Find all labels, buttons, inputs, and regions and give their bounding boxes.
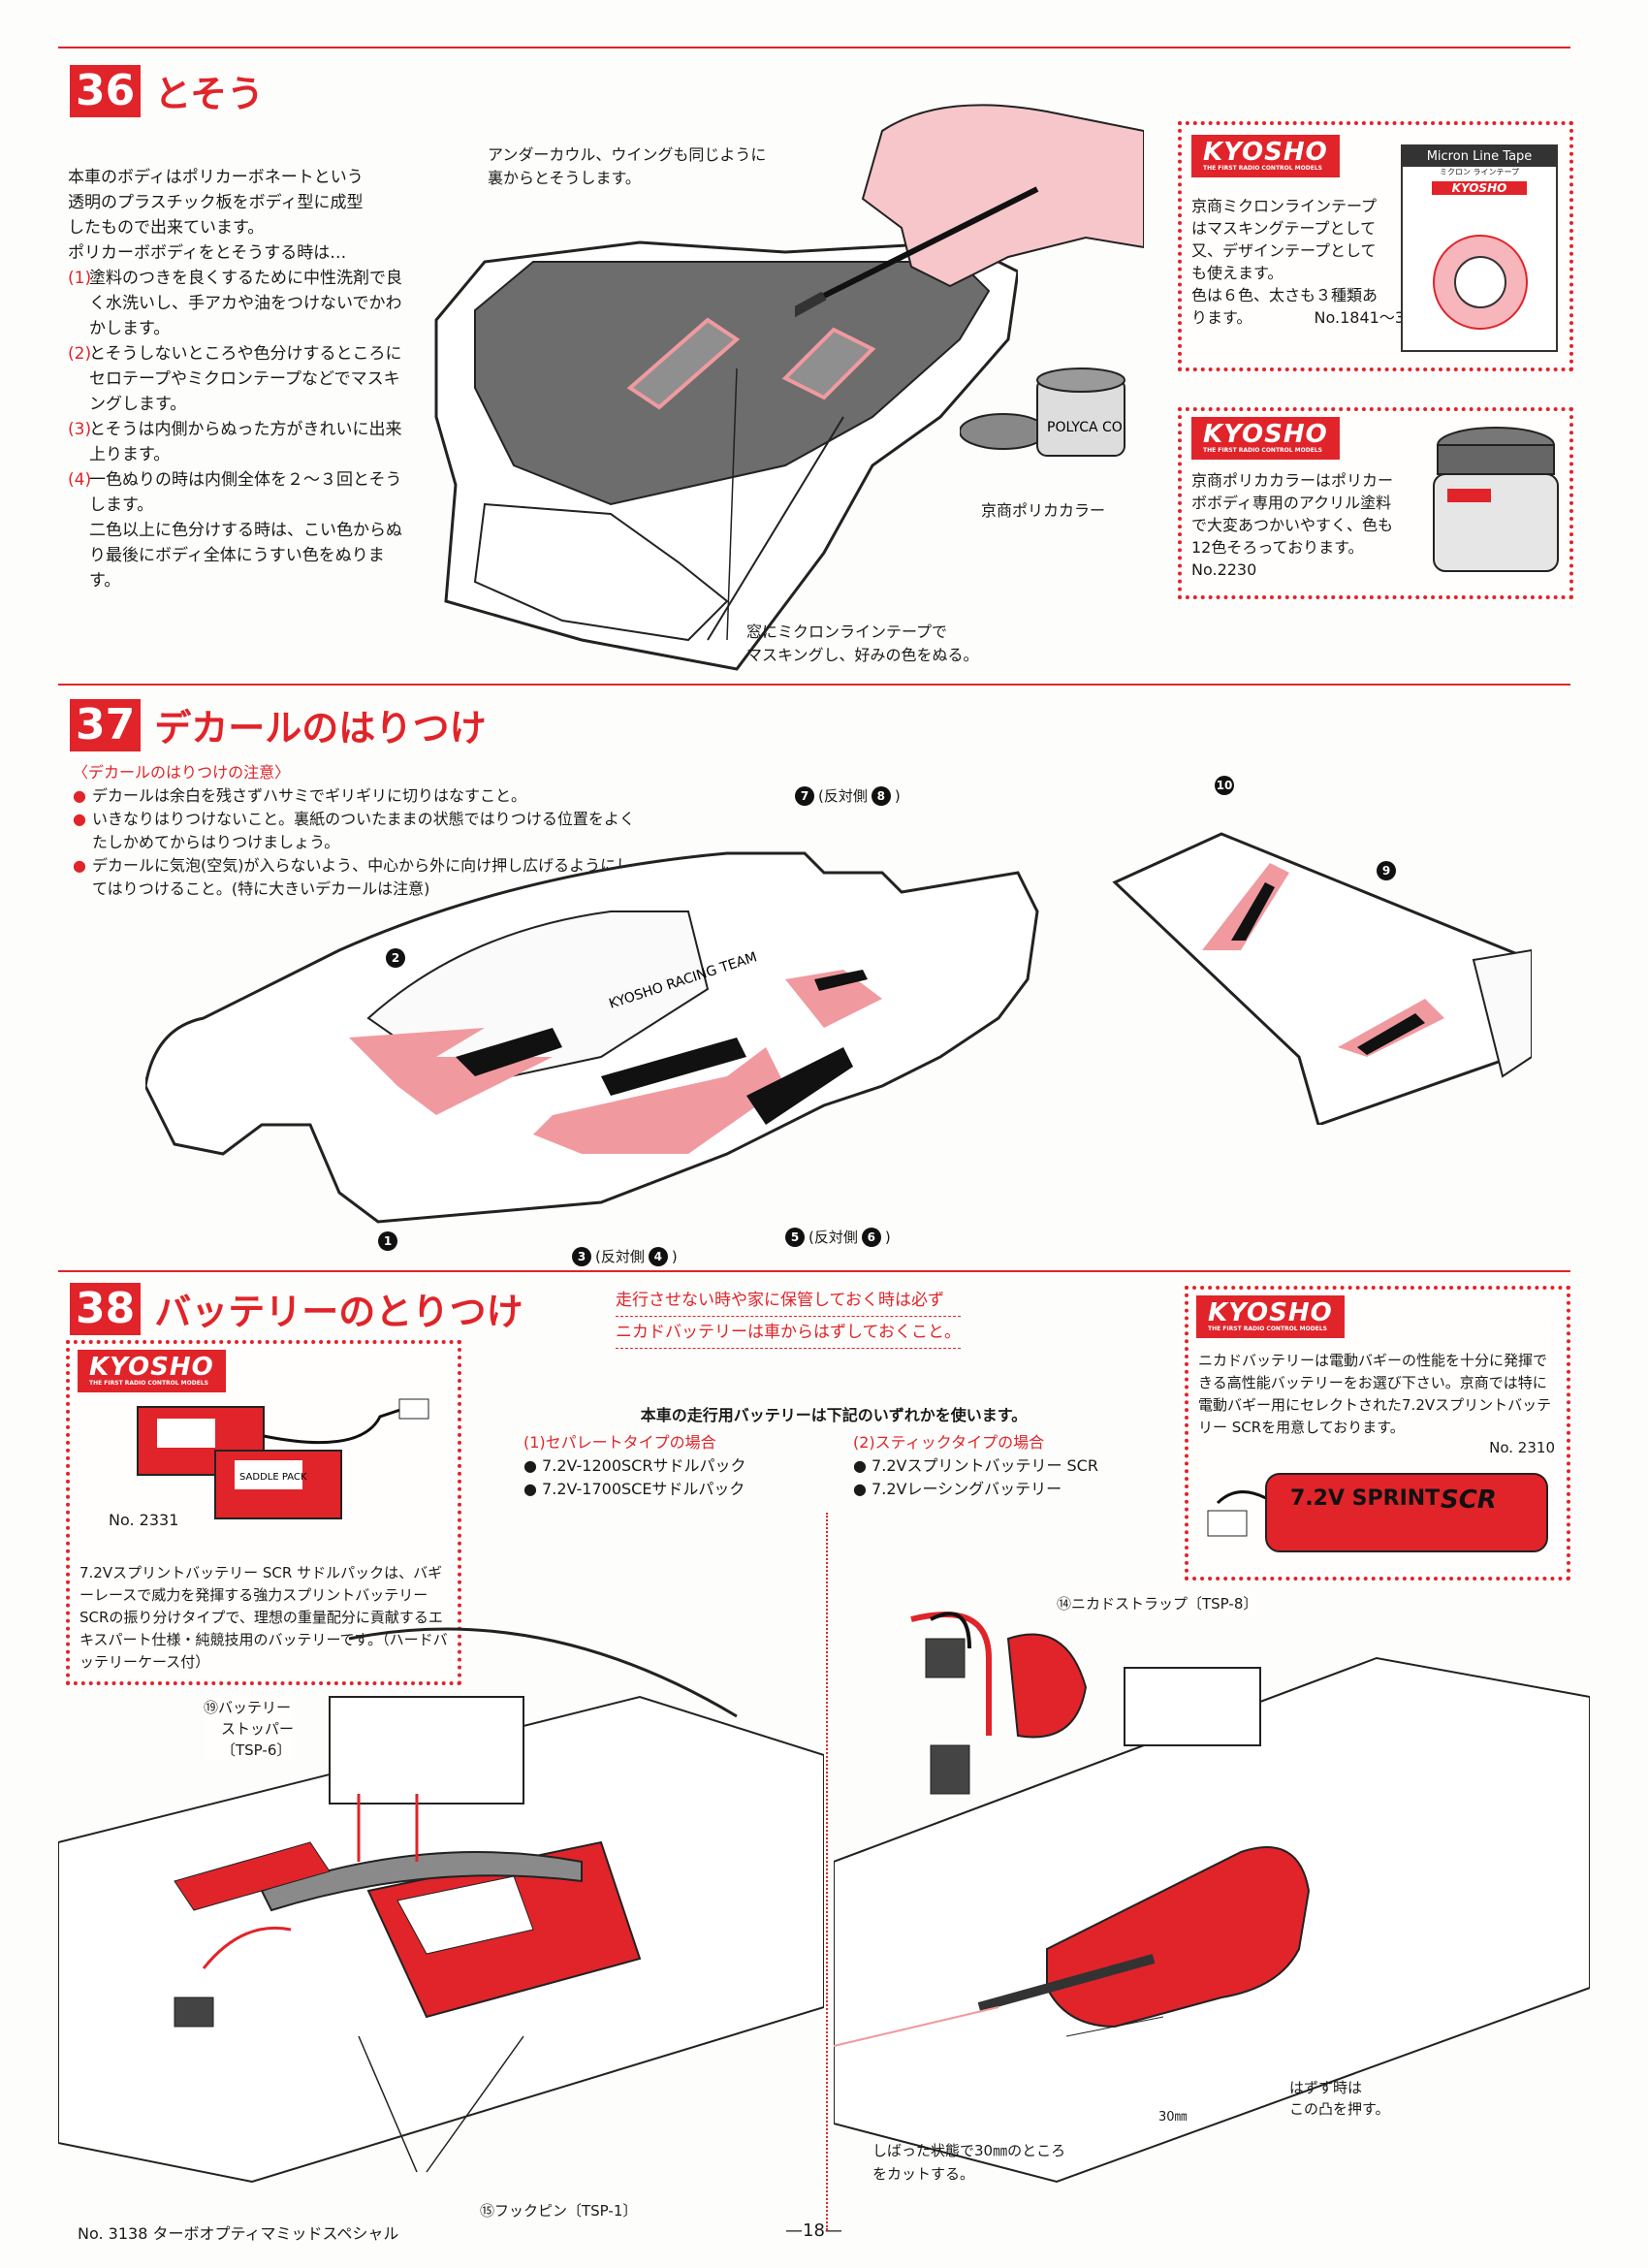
section-number: 36 <box>70 64 142 117</box>
intro-line: 透明のプラスチック板をボディ型に成型 <box>68 193 364 212</box>
sprint-battery-text: ニカドバッテリーは電動バギーの性能を十分に発揮できる高性能バッテリーをお選び下さ… <box>1198 1352 1552 1436</box>
storage-warning: 走行させない時や家に保管しておく時は必ず ニカドバッテリーは車からはずしておくこ… <box>616 1285 961 1349</box>
micron-tape-text: 京商ミクロンラインテープ はマスキングテープとして 又、デザインテープとして も… <box>1191 197 1405 327</box>
pack-label: SADDLE PACK <box>239 1472 307 1483</box>
section-38-title: 38 バッテリーのとりつけ <box>70 1282 523 1335</box>
section-heading: バッテリーのとりつけ <box>154 1291 523 1333</box>
list-item: ● 7.2V-1700SCEサドルパック <box>523 1480 745 1498</box>
micron-tape-package: Micron Line Tape ミクロン ラインテープ KYOSHO <box>1401 144 1558 352</box>
decal-notes-title: 〈デカールのはりつけの注意〉 <box>73 763 291 782</box>
decal-notes-list: ●デカールは余白を残さずハサミでギリギリに切りはなすこと。 ●いきなりはりつけな… <box>73 784 635 901</box>
body-shell-illustration <box>434 240 1018 671</box>
battery-options: 本車の走行用バッテリーは下記のいずれかを使います。 (1)セパレートタイプの場合… <box>523 1404 1144 1501</box>
section-heading: デカールのはりつけ <box>154 707 487 750</box>
section-37-rule <box>58 684 1570 686</box>
chassis-stick-illustration <box>834 1612 1590 2184</box>
chassis-saddle-illustration <box>58 1627 824 2184</box>
section-number: 38 <box>70 1282 142 1335</box>
list-item: ●いきなりはりつけないこと。裏紙のついたままの状態ではりつける位置をよくたしかめ… <box>73 810 635 851</box>
jar-text: POLYCA CO <box>1047 420 1123 435</box>
label-battery-stopper: ⑲バッテリー ストッパー 〔TSP-6〕 <box>204 1697 295 1761</box>
list-item: ●デカールは余白を残さずハサミでギリギリに切りはなすこと。 <box>73 786 527 805</box>
divider-line <box>826 1513 828 2230</box>
page-number: —18— <box>785 2220 842 2241</box>
product-number: No. 2310 <box>1489 1439 1555 1456</box>
tape-roll-icon <box>1433 235 1528 330</box>
decal-callout-2: 2 <box>386 948 405 968</box>
section-38-rule <box>58 1270 1570 1272</box>
painting-steps: (1)塗料のつきを良くするために中性洗剤で良く水洗いし、手アカや油をつけないでか… <box>68 266 402 518</box>
label-hook-pin: ⑮フックピン〔TSP-1〕 <box>480 2202 638 2220</box>
list-item: ● 7.2V-1200SCRサドルパック <box>523 1456 746 1475</box>
option-1-title: (1)セパレートタイプの場合 <box>523 1433 716 1452</box>
paint-jar-illustration: POLYCA CO <box>960 367 1125 457</box>
label-dimension: 30㎜ <box>1158 2110 1188 2124</box>
intro-line: ポリカーボボディをとそうする時は… <box>68 243 347 263</box>
intro-line: 本車のボディはポリカーボネートという <box>68 168 364 187</box>
label-nicad-strap: ⑭ニカドストラップ〔TSP-8〕 <box>1057 1592 1258 1615</box>
package-title: Micron Line Tape <box>1403 146 1556 167</box>
painting-instructions: 本車のボディはポリカーボネートという 透明のプラスチック板をボディ型に成型 した… <box>68 165 402 593</box>
package-logo: KYOSHO <box>1432 181 1527 195</box>
rear-wing-illustration <box>1112 832 1532 1125</box>
step-item: (4)一色ぬりの時は内側全体を２～３回とそうします。 <box>68 470 402 515</box>
polyca-jar-icon <box>1433 427 1559 572</box>
package-subtitle: ミクロン ラインテープ <box>1439 168 1520 176</box>
decal-callout-10: 10 <box>1215 776 1234 795</box>
step-item: (1)塗料のつきを良くするために中性洗剤で良く水洗いし、手アカや油をつけないでか… <box>68 269 402 338</box>
label-cut: しばった状態で30㎜のところ をカットする。 <box>872 2142 1066 2183</box>
paint-label: 京商ポリカカラー <box>981 501 1106 520</box>
saddle-pack-text: 7.2Vスプリントバッテリー SCR サドルパックは、バギーレースで威力を発揮す… <box>79 1564 448 1671</box>
section-number: 37 <box>70 698 142 751</box>
intro-line: したもので出来ています。 <box>68 218 265 238</box>
note-window-masking: 窓にミクロンラインテープで マスキングし、好みの色をぬる。 <box>746 623 979 664</box>
section-36-rule <box>58 47 1570 48</box>
battery-label: 7.2V SPRINT <box>1290 1486 1440 1511</box>
list-item: ●デカールに気泡(空気)が入らないよう、中心から外に向け押し広げるようにしてはり… <box>73 856 632 898</box>
label-remove-tab: はずす時は この凸を押す。 <box>1289 2079 1390 2118</box>
section-37-title: 37 デカールのはりつけ <box>70 698 487 751</box>
section-36-title: 36 とそう <box>70 64 264 117</box>
list-item: ● 7.2Vスプリントバッテリー SCR <box>853 1456 1098 1475</box>
option-2-title: (2)スティックタイプの場合 <box>853 1433 1045 1452</box>
polyca-text: 京商ポリカカラーはポリカー ボボディ専用のアクリル塗料 で大変あつかいやすく、色… <box>1191 469 1424 581</box>
product-number: No.2230 <box>1191 560 1257 579</box>
sprint-battery-image: 7.2V SPRINT SCR <box>1207 1473 1548 1552</box>
list-item: ● 7.2Vレーシングバッテリー <box>853 1480 1062 1498</box>
car-body-decal-illustration: KYOSHO RACING TEAM <box>145 851 1039 1224</box>
decal-notes: 〈デカールのはりつけの注意〉 ●デカールは余白を残さずハサミでギリギリに切りはな… <box>73 761 635 901</box>
product-number: No.1841～3 <box>1314 308 1405 327</box>
hand-brush-illustration <box>795 104 1144 318</box>
step-item: (3)とそうは内側からぬった方がきれいに出来上ります。 <box>68 420 402 464</box>
battery-lead: 本車の走行用バッテリーは下記のいずれかを使います。 <box>640 1406 1028 1424</box>
footer-model: No. 3138 ターボオプティマミッドスペシャル <box>78 2224 399 2243</box>
saddle-pack-image: SADDLE PACK <box>137 1398 429 1519</box>
step-item: (2)とそうしないところや色分けするところにセロテープやミクロンテープなどでマス… <box>68 344 402 414</box>
step-extra: 二色以上に色分けする時は、こい色からぬり最後にボディ全体にうすい色をぬります。 <box>89 521 402 591</box>
note-underbody: アンダーカウル、ウイングも同じように 裏からとそうします。 <box>488 145 767 187</box>
decal-callout-9: 9 <box>1377 861 1396 880</box>
section-heading: とそう <box>154 73 265 115</box>
decal-callout-1: 1 <box>378 1231 397 1251</box>
battery-logo: SCR <box>1441 1485 1497 1515</box>
product-number: No. 2331 <box>109 1511 179 1529</box>
